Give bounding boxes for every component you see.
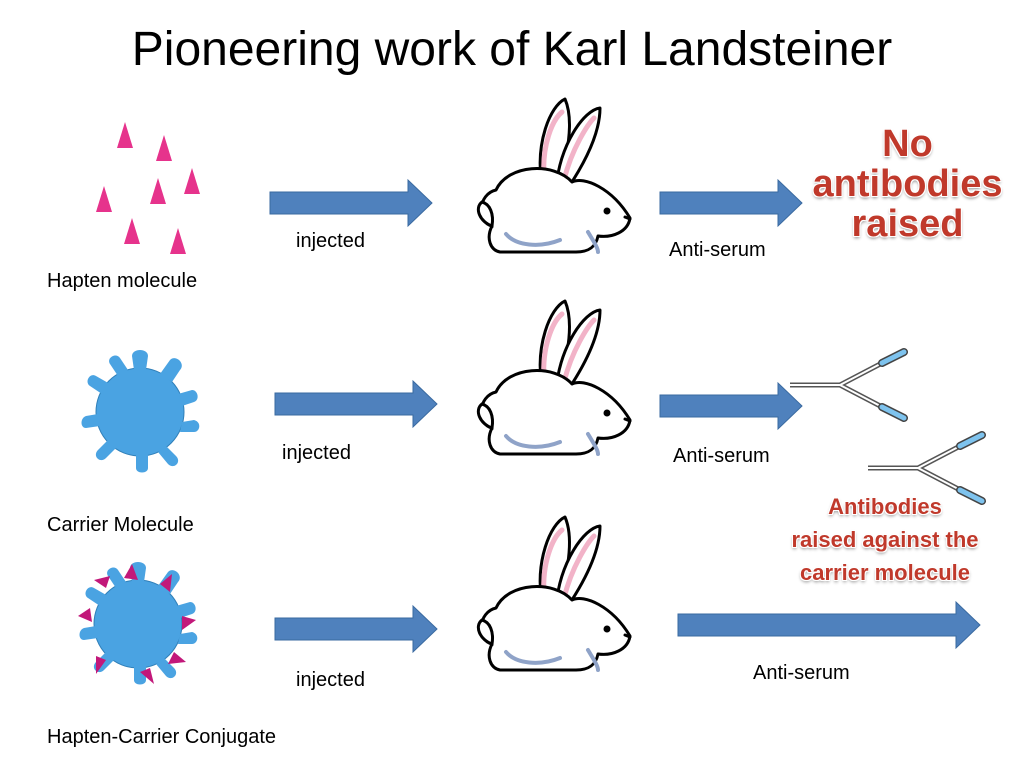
result-line: No — [882, 123, 933, 165]
result-line: carrier molecule — [800, 560, 970, 585]
arrow-antiserum-3 — [677, 600, 981, 650]
rabbit-icon — [478, 301, 630, 454]
result-line: antibodies — [812, 162, 1003, 205]
result-no-antibodies: No antibodies raised — [790, 123, 1024, 245]
arrow-injected-2 — [274, 379, 438, 429]
molecule-label-carrier: Carrier Molecule — [47, 514, 194, 536]
arrow-antiserum-2 — [659, 381, 803, 431]
molecule-label-hapten: Hapten molecule — [47, 270, 198, 292]
hapten-triangle-icon — [170, 228, 186, 254]
antiserum-label: Anti-serum — [669, 239, 766, 261]
arrow-injected-1 — [269, 178, 433, 228]
molecule-label-conjugate: Hapten-Carrier Conjugate — [47, 726, 277, 748]
arrow-injected-3 — [274, 604, 438, 654]
result-line: raised — [851, 202, 964, 245]
arrow-antiserum-1 — [659, 178, 803, 228]
hapten-triangle-icon — [156, 135, 172, 161]
hapten-triangle-icon — [184, 168, 200, 194]
result-line: raised against the — [791, 527, 979, 552]
injected-label: injected — [282, 442, 351, 464]
hapten-triangles — [96, 122, 200, 254]
rabbit-icon — [478, 99, 630, 252]
carrier-molecule-icon — [81, 349, 200, 473]
hapten-triangle-icon — [117, 122, 133, 148]
antiserum-label: Anti-serum — [673, 445, 770, 467]
injected-label: injected — [296, 230, 365, 252]
slide-title: Pioneering work of Karl Landsteiner — [131, 23, 893, 76]
antiserum-label: Anti-serum — [753, 662, 850, 684]
result-line: Antibodies — [828, 494, 942, 519]
hapten-triangle-icon — [96, 186, 112, 212]
antibody-icon — [790, 352, 904, 418]
hapten-triangle-icon — [124, 218, 140, 244]
result-antibodies-carrier: Antibodies raised against the carrier mo… — [760, 490, 1010, 589]
rabbit-icon — [478, 517, 630, 670]
hapten-carrier-conjugate-icon — [78, 561, 198, 685]
injected-label: injected — [296, 669, 365, 691]
hapten-triangle-icon — [150, 178, 166, 204]
